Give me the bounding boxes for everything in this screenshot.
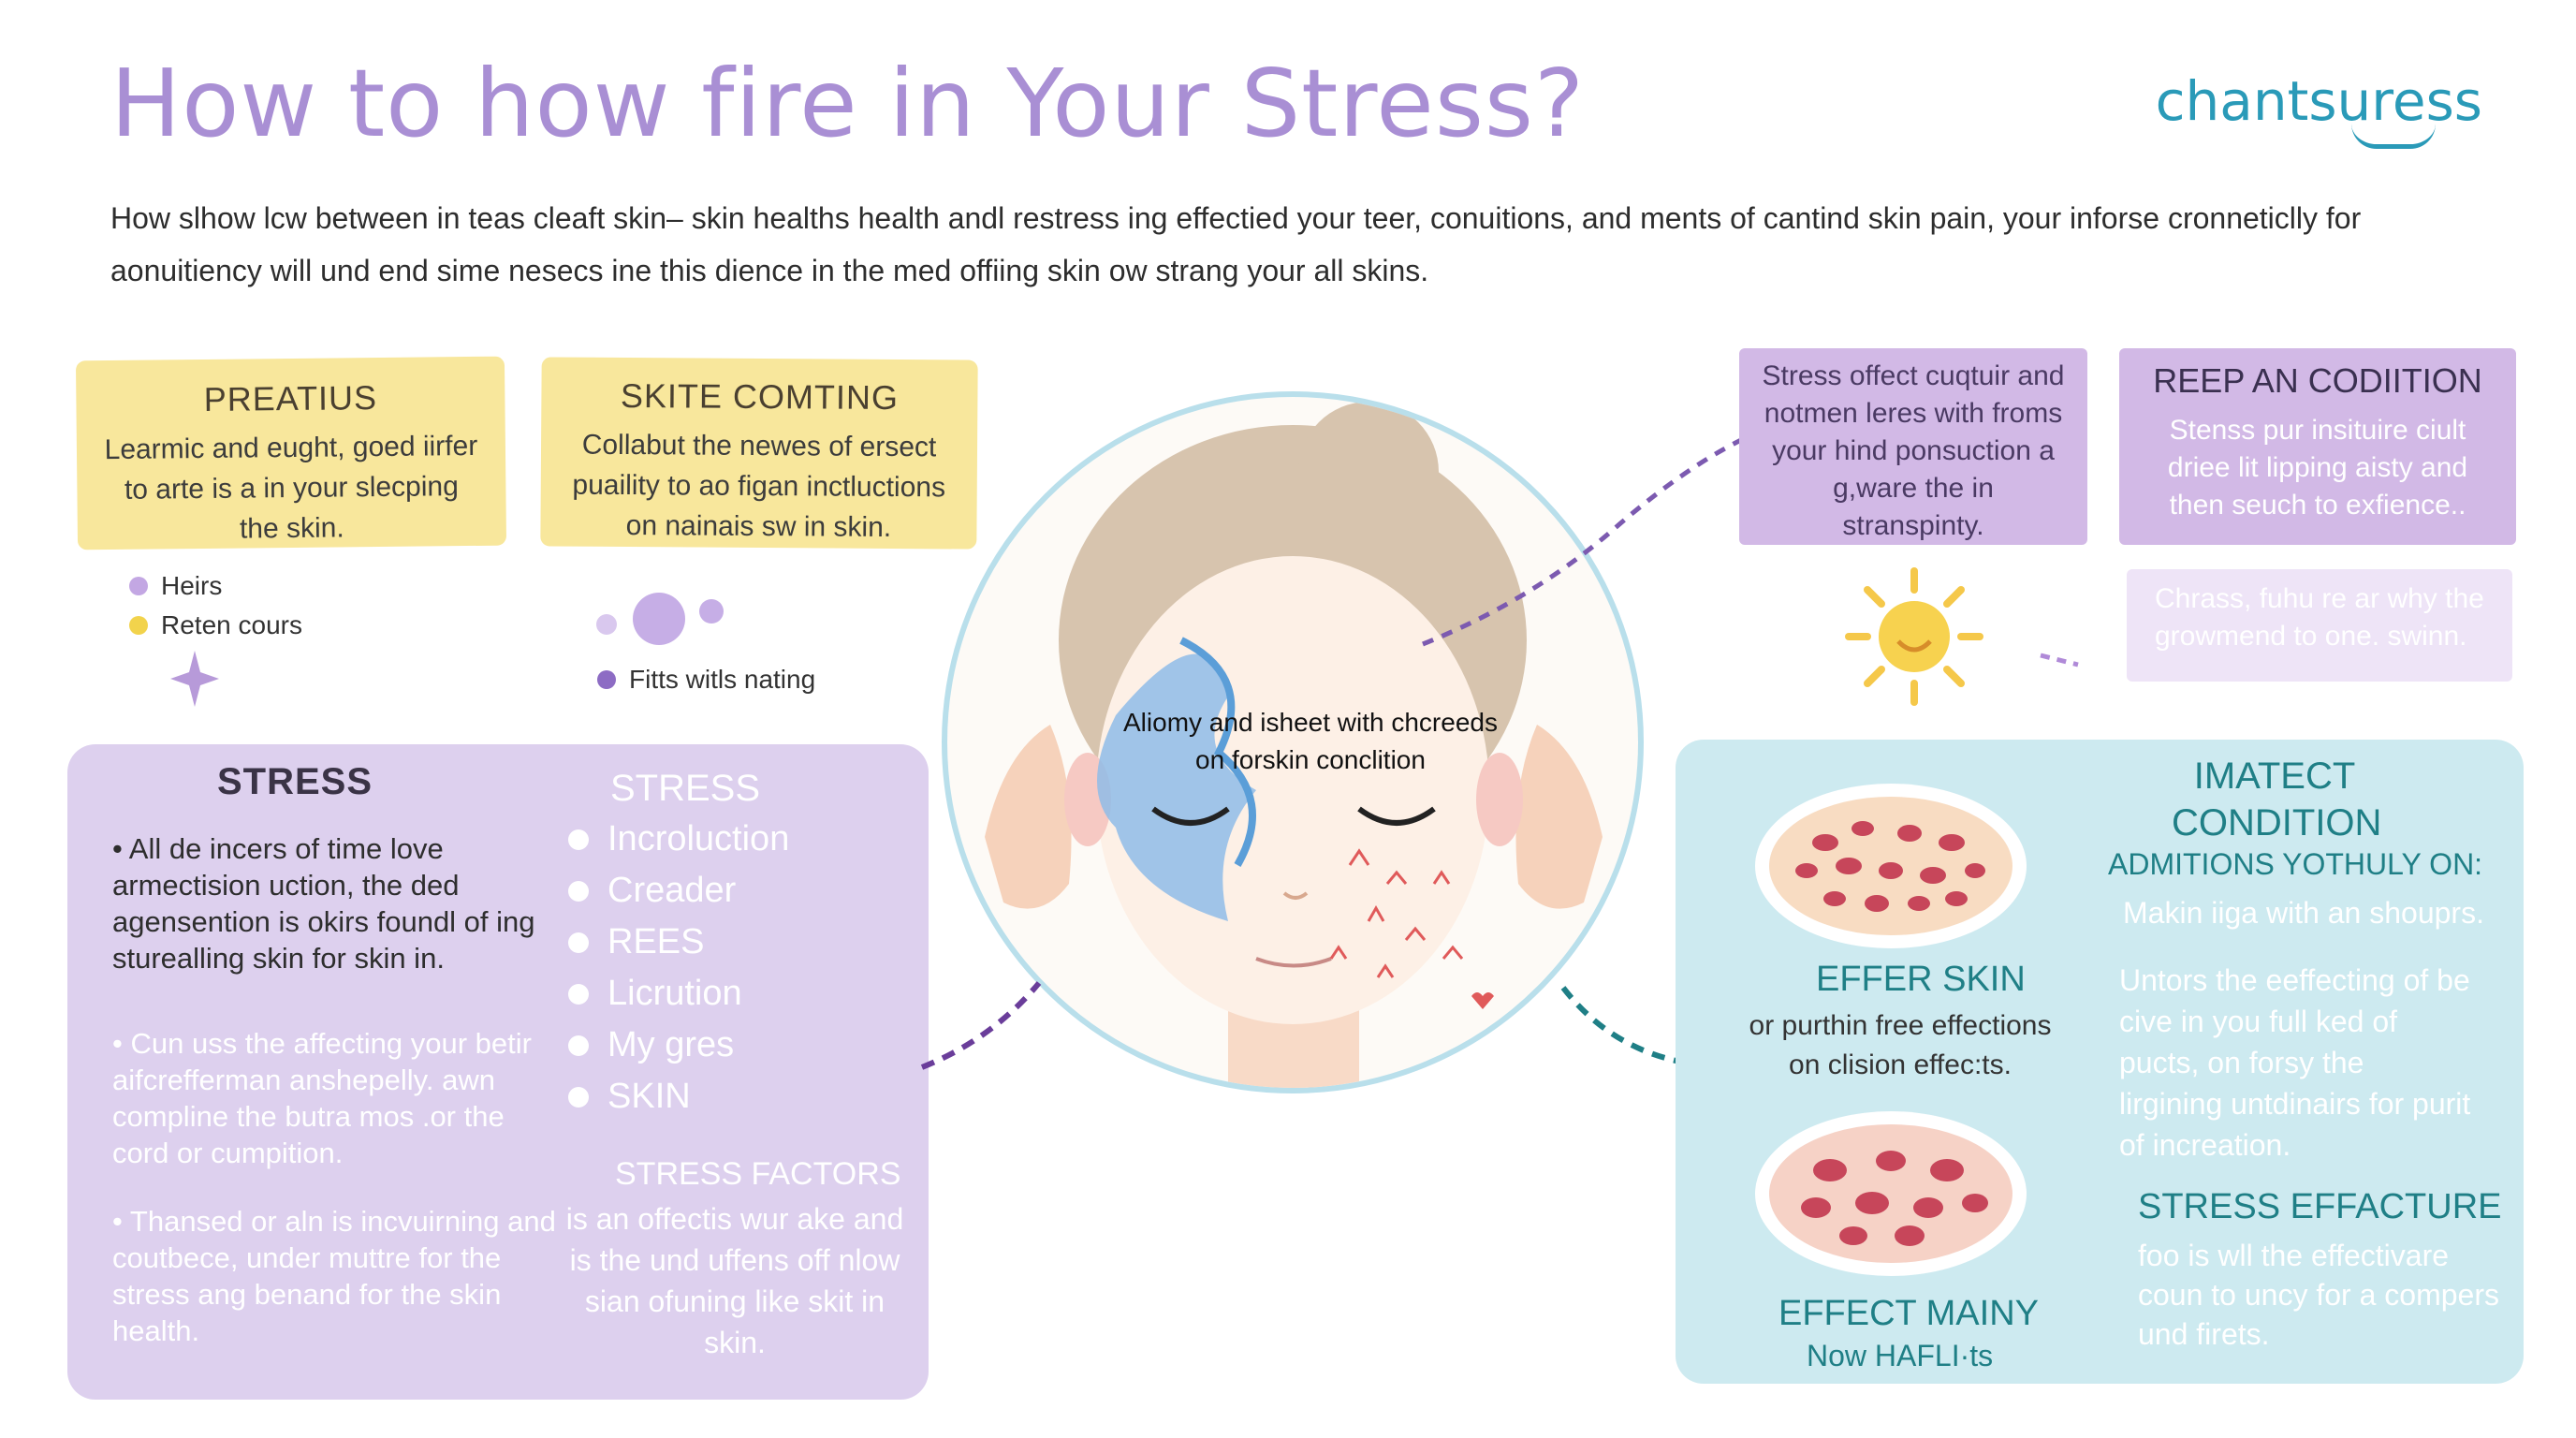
skin-cells-top-icon [1755, 784, 2027, 948]
legend-label: Fitts witls nating [629, 665, 816, 694]
stress-bullet-2: • Cun uss the affecting your betir aifcr… [112, 1027, 532, 1169]
effer-title: EFFER SKIN [1816, 960, 2026, 999]
legend-label: Reten cours [161, 610, 302, 639]
stress-list-title: STRESS [610, 768, 761, 809]
legend-dot-icon [597, 670, 616, 689]
legend-dot-icon [129, 577, 148, 595]
card-text: Stenss pur insituire ciult driee lit lip… [2167, 415, 2468, 521]
stress-effacture-title: STRESS EFFACTURE [2138, 1187, 2502, 1226]
legend-item: Reten cours [129, 610, 302, 640]
card-chrass: Chrass, fuhu re ar why the growmend to o… [2127, 569, 2512, 682]
bubbles-icon [596, 593, 724, 645]
impact-panel: IMATECT CONDITION ADMITIONS YOTHULY ON: … [1676, 740, 2524, 1384]
impact-subtext: Makin iiga with an shouprs. [2123, 896, 2484, 930]
stress-panel-title: STRESS [217, 761, 373, 802]
skin-cells-bottom-icon [1755, 1111, 2027, 1276]
list-item: SKIN [568, 1077, 789, 1117]
stress-effacture-text: foo is wll the effectivare coun to uncy … [2138, 1239, 2499, 1351]
effect-main-title: EFFECT MAINY [1778, 1294, 2039, 1333]
impact-title: IMATECT CONDITION [2172, 756, 2382, 844]
stress-bullet-3: • Thansed or aln is incvuirning and cout… [112, 1205, 556, 1347]
stress-list: Incroluction Creader REES Licrution My g… [568, 819, 789, 1128]
sun-icon [1845, 567, 1983, 706]
legend-left: Heirs Reten cours [129, 571, 302, 640]
stress-factors-title: STRESS FACTORS [615, 1156, 901, 1192]
intro-text: How slhow lcw between in teas cleaft ski… [110, 201, 2362, 287]
list-item: Incroluction [568, 819, 789, 859]
face-icon [985, 402, 1603, 1088]
impact-right-text: Untors the eeffecting of be cive in you … [2119, 963, 2471, 1162]
sparkle-icon [170, 651, 219, 707]
effer-text: or purthin free effections on clision ef… [1749, 1010, 2052, 1080]
list-item: Creader [568, 871, 789, 911]
effect-main-text: Now HAFLI·ts [1807, 1339, 1994, 1372]
card-reep-an-codiition: REEP AN CODIITION Stenss pur insituire c… [2119, 348, 2516, 545]
list-item: REES [568, 922, 789, 962]
stress-bullet-1: • All de incers of time love armectision… [112, 832, 535, 975]
face-illustration [942, 391, 1644, 1093]
card-stress-offect: Stress offect cuqtuir and notmen leres w… [1739, 348, 2087, 545]
brand-logo: chantsuress [2155, 69, 2482, 133]
legend-dot-icon [129, 616, 148, 635]
page-title: How to how fire in Your Stress? [110, 49, 1586, 158]
stress-panel: STRESS • All de incers of time love arme… [67, 744, 929, 1400]
stress-factors-text: is an offectis wur ake and is the und uf… [565, 1202, 904, 1359]
list-item: Licrution [568, 974, 789, 1014]
list-item: My gres [568, 1025, 789, 1065]
legend-mid: Fitts witls nating [597, 665, 815, 695]
card-title: REEP AN CODIITION [2153, 361, 2482, 400]
impact-subtitle: ADMITIONS YOTHULY ON: [2108, 847, 2483, 881]
center-caption: Aliomy and isheet with chcreeds on forsk… [1123, 708, 1498, 774]
card-text: Stress offect cuqtuir and notmen leres w… [1762, 360, 2065, 541]
card-text: Chrass, fuhu re ar why the growmend to o… [2155, 583, 2484, 652]
legend-label: Heirs [161, 571, 223, 600]
legend-item: Heirs [129, 571, 302, 601]
brand-smile-icon [2351, 124, 2436, 149]
